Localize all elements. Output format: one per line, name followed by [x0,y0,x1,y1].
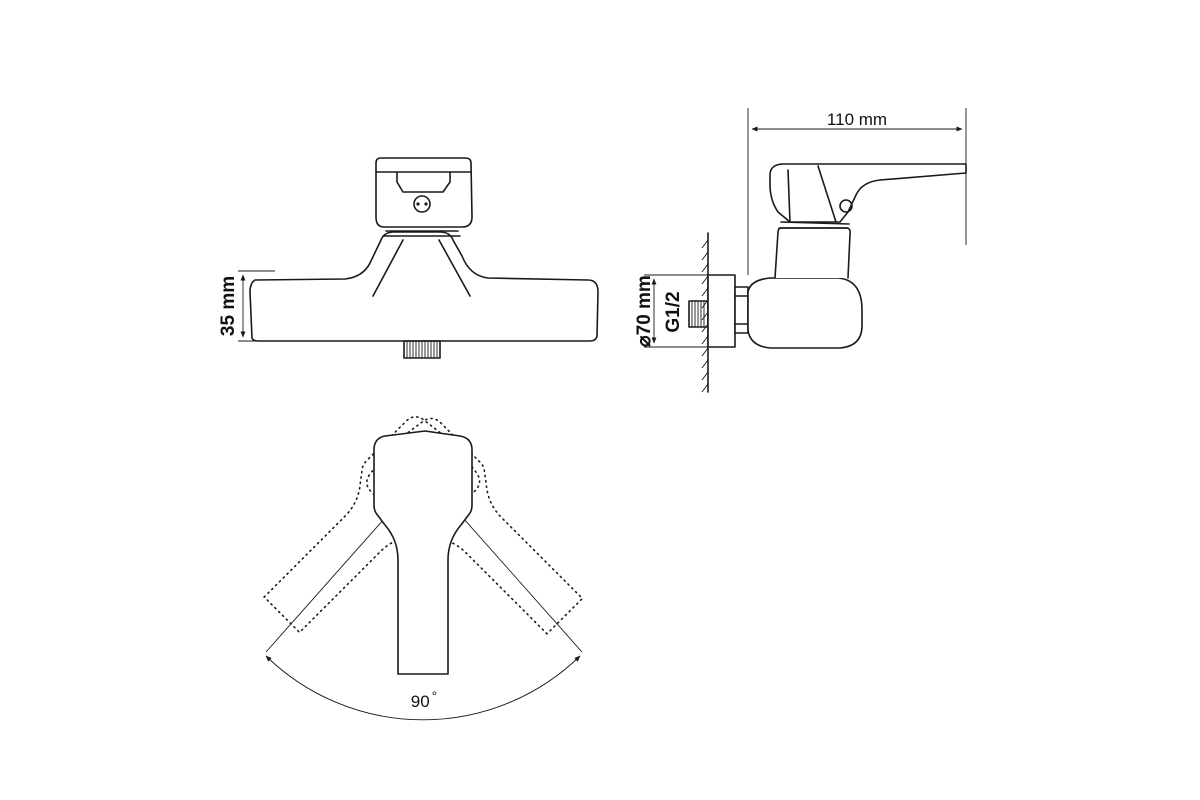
diameter-dimension-label: 70 mm [634,275,655,335]
thread-size-label: G1/2 [663,291,684,332]
depth-dimension: 110 mm [747,108,967,275]
side-view-handle [769,163,967,223]
svg-text:90°: 90° [411,688,438,711]
diameter-dimension: ⌀70 mm [634,274,730,348]
side-view-inlet-thread [688,300,709,328]
side-view-stem [774,227,851,279]
wall [701,232,709,393]
depth-dimension-label: 110 mm [827,110,887,129]
side-view-pivot [839,199,853,213]
front-view-screw-hole [424,202,428,206]
escutcheon-plate [707,274,736,348]
front-view-outlet-thread [403,340,441,359]
height-dimension: 35 mm [218,270,275,342]
front-view-screw-hole [416,202,420,206]
front-view-head-slot [396,171,451,193]
handle-main [373,430,473,675]
side-view-body [747,277,863,349]
front-view-collar [382,230,461,237]
side-view: 110 mm ⌀70 mm G1/2 [634,108,967,393]
degree-symbol: ° [432,688,438,704]
height-dimension-label: 35 mm [218,276,239,336]
rotation-arc [265,655,581,721]
front-view-screw [413,195,431,213]
svg-text:⌀70 mm: ⌀70 mm [634,275,655,347]
top-view: 90° [263,416,584,721]
front-view-body [249,231,599,342]
rotation-angle-label: 90 [411,692,430,711]
connector-nut [734,286,749,334]
front-view-neck [372,239,471,297]
front-view: 35 mm [218,157,599,359]
diameter-symbol: ⌀ [634,335,655,347]
